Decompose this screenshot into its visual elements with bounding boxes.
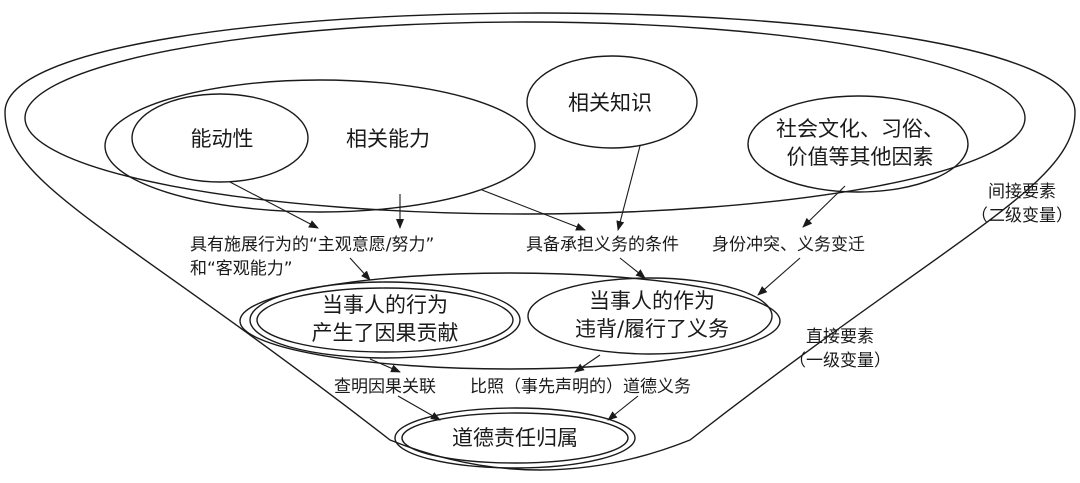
node-action-line2: 违背/履行了义务: [575, 317, 729, 341]
level-direct-line2: （一级变量）: [789, 351, 891, 371]
arrow-action-to-obligation: [574, 354, 601, 373]
level-indirect-line1: 间接要素: [988, 182, 1056, 202]
ability-group-ellipse: [104, 79, 536, 213]
arrow-obligation-to-attribution: [607, 395, 639, 421]
label-causality: 查明因果关联: [334, 377, 436, 397]
level-indirect-line2: （二级变量）: [971, 206, 1073, 226]
knowledge-ellipse: [526, 55, 698, 149]
attribution-ellipse-outer: [394, 407, 636, 469]
action-ellipse: [527, 277, 773, 355]
arrow-social-to-conflict: [802, 185, 846, 228]
arrow-behavior-to-causality: [369, 358, 401, 373]
arrow-knowledge-to-conditions: [616, 145, 641, 231]
node-action-line1: 当事人的作为: [589, 289, 715, 313]
behavior-ellipse-inner: [256, 287, 514, 353]
label-willingness-line2: 和“客观能力”: [190, 259, 293, 279]
node-social-line2: 价值等其他因素: [787, 145, 934, 169]
node-ability: 相关能力: [346, 127, 430, 151]
label-conditions: 具备承担义务的条件: [526, 235, 679, 255]
arrow-ability-to-conditions: [481, 189, 586, 231]
funnel-outline: [4, 12, 1076, 471]
label-obligation: 比照（事先声明的）道德义务: [470, 377, 691, 397]
node-agency: 能动性: [191, 127, 254, 151]
node-attribution: 道德责任归属: [452, 426, 578, 450]
attribution-ellipse-inner: [401, 412, 629, 464]
arrow-conflict-to-action: [757, 257, 801, 296]
direct-factors-group-ellipse: [239, 272, 781, 370]
level-direct-line1: 直接要素: [806, 327, 874, 347]
label-conflict: 身份冲突、义务变迁: [712, 235, 865, 255]
node-behavior-line1: 当事人的行为: [322, 293, 448, 317]
arrow-causality-to-attribution: [397, 395, 441, 421]
agency-ellipse: [131, 93, 309, 183]
social-culture-ellipse: [747, 95, 969, 193]
arrow-willingness-to-behavior: [349, 257, 371, 281]
node-behavior-line2: 产生了因果贡献: [312, 321, 459, 345]
arrow-conditions-to-action: [619, 257, 646, 279]
label-willingness-line1: 具有施展行为的“主观意愿/努力”: [190, 235, 434, 255]
indirect-factors-ellipse: [24, 21, 1026, 215]
node-social-line1: 社会文化、习俗、: [776, 117, 944, 141]
behavior-ellipse-outer: [249, 281, 521, 359]
arrow-agency-to-willingness: [229, 181, 319, 229]
node-knowledge: 相关知识: [568, 91, 652, 115]
